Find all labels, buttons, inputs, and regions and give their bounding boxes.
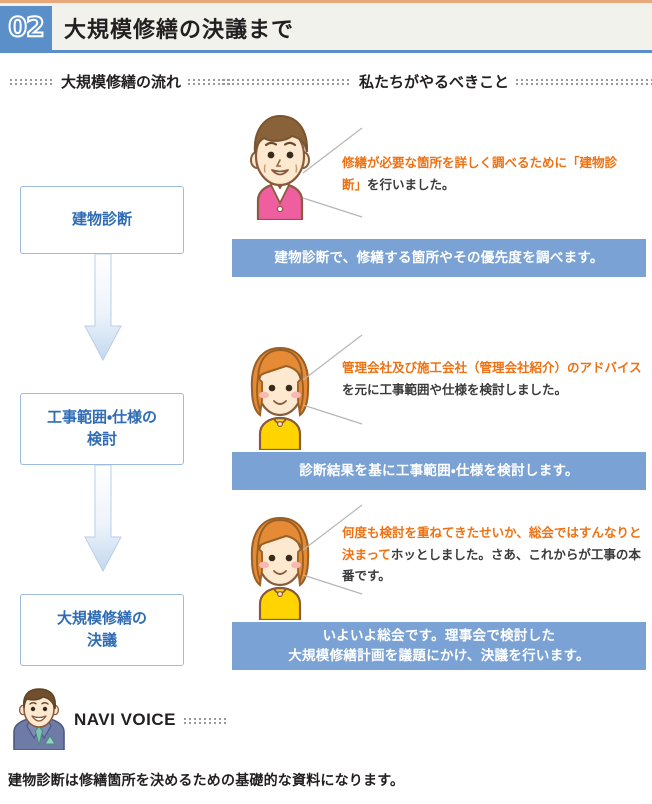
header-underline — [0, 50, 652, 53]
callout-box-3: いよいよ総会です。理事会で検討した 大規模修繕計画を議題にかけ、決議を行います。 — [232, 622, 646, 670]
flow-step-box-2: 工事範囲・仕様の 検討 — [20, 393, 184, 465]
speech-normal: を元に工事範囲や仕様を検討しました。 — [342, 382, 568, 397]
flow-arrow-1-icon — [84, 254, 122, 362]
callout-text: 建物診断で、修繕する箇所やその優先度を調べます。 — [274, 249, 604, 265]
speech-text-2: 管理会社及び施工会社（管理会社紹介）のアドバイスを元に工事範囲や仕様を検討しまし… — [342, 358, 642, 401]
dotted-rule-icon — [188, 77, 231, 85]
speech-normal: を行いました。 — [367, 177, 455, 192]
flow-step-label: 工事範囲・仕様の 検討 — [46, 409, 158, 448]
speech-highlight: 何度も検討を重ねてきたせいか、 — [342, 526, 529, 540]
flow-arrow-2-icon — [84, 465, 122, 573]
callout-text: いよいよ総会です。理事会で検討した 大規模修繕計画を議題にかけ、決議を行います。 — [288, 627, 590, 663]
speech-highlight: りと決まって — [342, 526, 642, 562]
section-number-badge: 02 — [0, 6, 52, 50]
column-label-actions: 私たちがやるべきこと — [222, 68, 652, 94]
speech-normal: ホッとしました。さあ、これからが — [390, 547, 591, 562]
speech-text-1: 修繕が必要な箇所を詳しく調べるために「建物診断」を行いました。 — [342, 153, 642, 196]
callout-box-1: 建物診断で、修繕する箇所やその優先度を調べます。 — [232, 239, 646, 277]
speech-leader-lines-2 — [300, 332, 366, 427]
man-suit-navigator-icon — [10, 688, 68, 755]
speech-leader-lines-3 — [300, 502, 366, 597]
speech-highlight: バイス — [604, 361, 642, 375]
page-header: 02 大規模修繕の決議まで — [0, 0, 652, 53]
dotted-rule-icon — [184, 717, 226, 724]
dotted-rule-icon — [516, 77, 652, 85]
woman-yellow-top-icon — [228, 508, 332, 620]
column-label-row: 大規模修繕の流れ 私たちがやるべきこと — [0, 68, 652, 94]
navi-voice-label: NAVI VOICE — [74, 710, 176, 729]
callout-text: 診断結果を基に工事範囲・仕様を検討します。 — [299, 462, 579, 478]
speech-normal: 工事の本番です。 — [342, 547, 641, 584]
navi-voice-block: NAVI VOICE — [8, 688, 648, 751]
column-label-flow-text: 大規模修繕の流れ — [61, 73, 182, 91]
flow-step-box-3: 大規模修繕の 決議 — [20, 594, 184, 666]
column-label-flow: 大規模修繕の流れ — [10, 68, 231, 94]
speech-highlight: 管理会社及び施工会社（管理会社紹介）のアド — [342, 361, 605, 375]
man-pink-vest-icon — [228, 108, 332, 220]
speech-leader-lines-1 — [300, 125, 366, 220]
speech-highlight: 修繕が必要な箇所を詳しく調べるために「建物診 — [342, 156, 618, 170]
speech-text-3: 何度も検討を重ねてきたせいか、総会ではすんなりと決まってホッとしました。さあ、こ… — [342, 523, 642, 588]
navi-voice-message: 建物診断は修繕箇所を決めるための基礎的な資料になります。 — [8, 772, 405, 788]
speech-highlight: 総会ではすんな — [528, 526, 617, 540]
woman-yellow-top-icon — [228, 338, 332, 450]
column-label-actions-text: 私たちがやるべきこと — [359, 73, 510, 91]
flow-step-label: 建物診断 — [71, 211, 132, 229]
section-number: 02 — [7, 11, 46, 43]
flow-step-box-1: 建物診断 — [20, 186, 184, 254]
flow-step-label: 大規模修繕の 決議 — [56, 610, 147, 649]
callout-box-2: 診断結果を基に工事範囲・仕様を検討します。 — [232, 452, 646, 490]
page-title: 大規模修繕の決議まで — [64, 17, 295, 42]
dotted-rule-icon — [10, 77, 54, 85]
dotted-rule-icon — [222, 77, 352, 85]
speech-highlight: 断」 — [342, 177, 368, 192]
